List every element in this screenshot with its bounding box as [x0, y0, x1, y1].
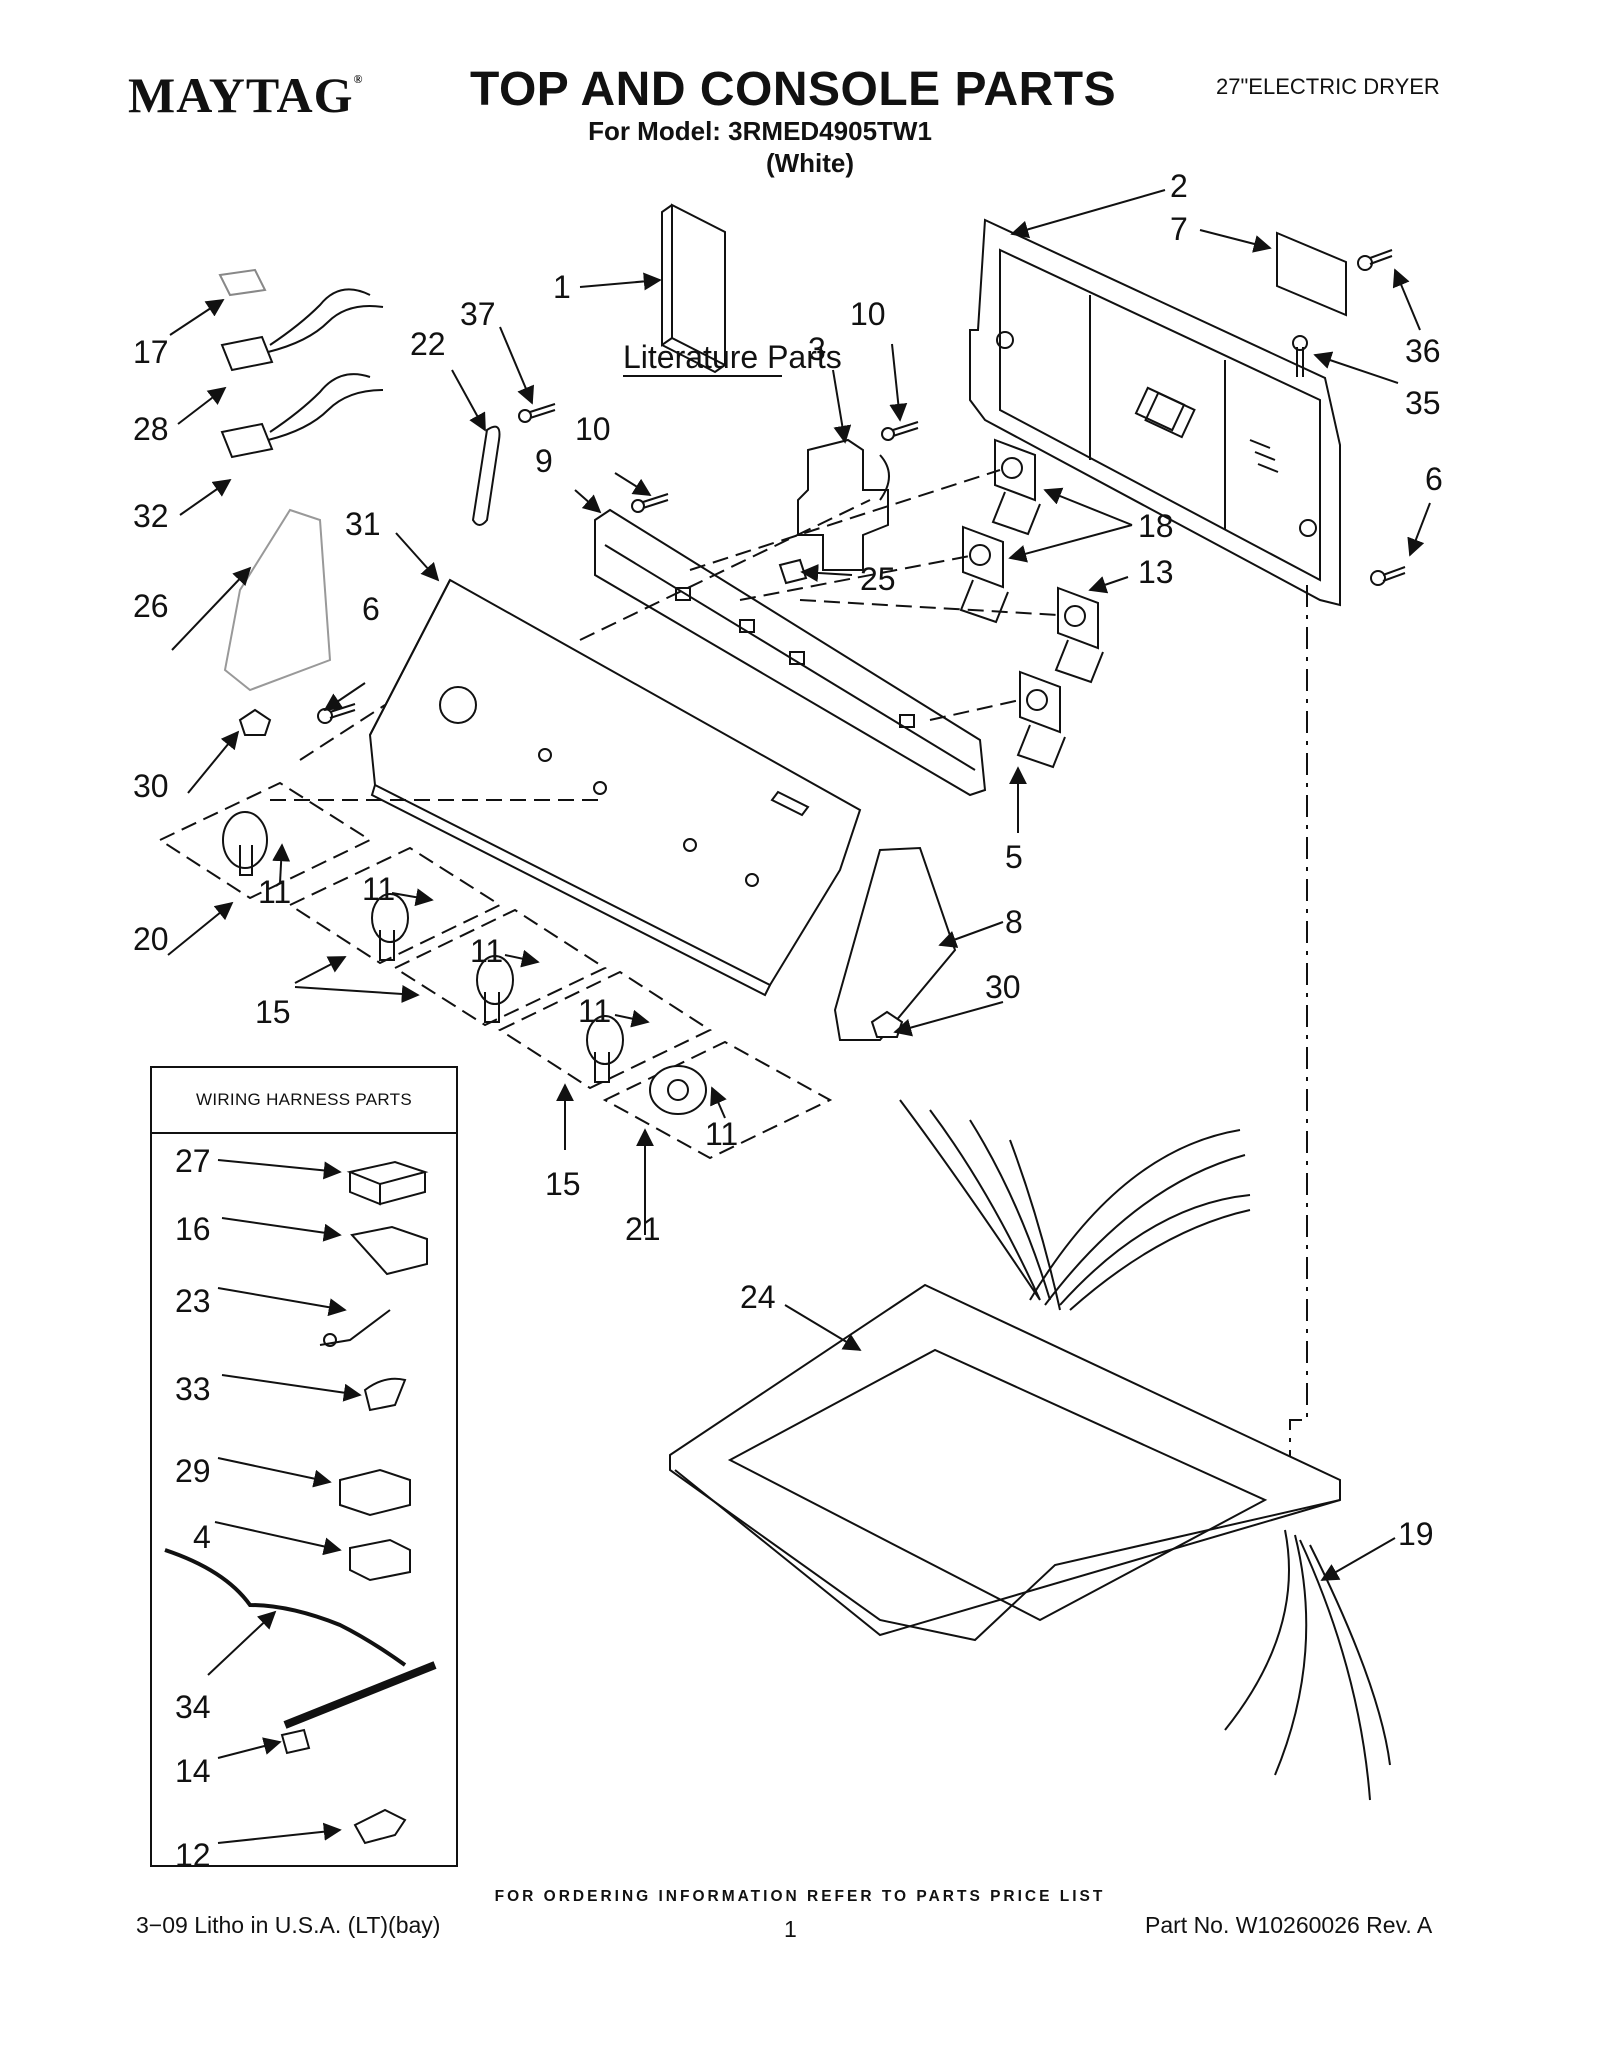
clip-30-left — [238, 708, 272, 736]
callout-19: 19 — [1398, 1516, 1434, 1552]
callout-30-right: 30 — [985, 969, 1021, 1005]
callout-7: 7 — [1170, 211, 1188, 247]
bracket-22 — [471, 425, 501, 526]
screw-37 — [518, 403, 556, 423]
harness-parts-illustrations — [164, 1160, 437, 1845]
harness-callout-23: 23 — [175, 1283, 211, 1319]
callout-21: 21 — [625, 1211, 661, 1247]
callout-31: 31 — [345, 506, 381, 542]
callout-22: 22 — [410, 326, 446, 362]
wire-harness-console — [899, 1099, 1251, 1311]
rear-console-panel — [969, 218, 1341, 607]
callout-25: 25 — [860, 561, 896, 597]
callout-2: 2 — [1170, 168, 1188, 204]
alignment-line — [1289, 585, 1308, 1500]
callout-8: 8 — [1005, 904, 1023, 940]
callout-11-c: 11 — [470, 933, 503, 969]
harness-callouts: 27 16 23 33 29 4 34 14 12 — [175, 1143, 211, 1873]
assembly-lines — [270, 469, 1059, 801]
screw-6-right — [1370, 566, 1406, 586]
callout-labels: 1 2 7 36 35 6 37 22 10 3 10 9 25 18 13 5… — [133, 168, 1443, 1552]
part-number: Part No. W10260026 Rev. A — [1145, 1912, 1433, 1938]
timer-3 — [797, 438, 890, 571]
control-plate-9 — [594, 508, 987, 797]
wire-harness-19 — [1224, 1529, 1391, 1801]
literature-book — [661, 203, 726, 374]
callout-11-a: 11 — [258, 874, 291, 910]
page-title: TOP AND CONSOLE PARTS — [470, 63, 1117, 116]
brand-logo: MAYTAG® — [128, 66, 363, 124]
harness-callout-12: 12 — [175, 1837, 211, 1873]
literature-label: Literature Parts — [623, 339, 842, 375]
harness-leader-arrows — [207, 1159, 362, 1844]
callout-10-right: 10 — [850, 296, 886, 332]
callout-28: 28 — [133, 411, 169, 447]
callout-15-left: 15 — [255, 994, 291, 1030]
brand-name: MAYTAG — [128, 67, 354, 123]
callout-9: 9 — [535, 443, 553, 479]
harness-callout-29: 29 — [175, 1453, 211, 1489]
callout-11-d: 11 — [578, 993, 611, 1029]
callout-35: 35 — [1405, 385, 1441, 421]
callout-11-b: 11 — [362, 871, 395, 907]
switch-18-top — [991, 438, 1041, 536]
callout-30-left: 30 — [133, 768, 169, 804]
harness-callout-16: 16 — [175, 1211, 211, 1247]
callout-1: 1 — [553, 269, 571, 305]
connectors-17-28-32 — [218, 268, 384, 459]
end-cap-26 — [223, 508, 332, 692]
knob-15b — [476, 955, 514, 1023]
ordering-note: FOR ORDERING INFORMATION REFER TO PARTS … — [494, 1888, 1106, 1905]
callout-26: 26 — [133, 588, 169, 624]
knob-20 — [222, 811, 268, 876]
screw-6-left — [317, 703, 356, 724]
page-number: 1 — [784, 1916, 797, 1942]
switch-13 — [1054, 586, 1104, 684]
screw-10-left — [631, 493, 669, 513]
harness-callout-34: 34 — [175, 1689, 211, 1725]
callout-17: 17 — [133, 334, 169, 370]
knob-15c — [586, 1015, 624, 1083]
callout-20: 20 — [133, 921, 169, 957]
harness-callout-27: 27 — [175, 1143, 211, 1179]
screw-36 — [1357, 249, 1393, 271]
product-type: 27"ELECTRIC DRYER — [1216, 74, 1440, 99]
end-cap-8 — [833, 846, 957, 1041]
callout-15-bottom: 15 — [545, 1166, 581, 1202]
knob-boxes — [157, 781, 833, 1160]
dryer-top-24 — [669, 1283, 1341, 1642]
callout-36: 36 — [1405, 333, 1441, 369]
screw-10-right — [881, 421, 919, 441]
harness-callout-33: 33 — [175, 1371, 211, 1407]
callout-37: 37 — [460, 296, 496, 332]
callout-10-left: 10 — [575, 411, 611, 447]
harness-callout-14: 14 — [175, 1753, 211, 1789]
callout-11-e: 11 — [705, 1116, 738, 1152]
wiring-harness-title: WIRING HARNESS PARTS — [152, 1068, 456, 1134]
model-line: For Model: 3RMED4905TW1 — [588, 116, 932, 146]
leader-arrows — [167, 189, 1431, 1581]
callout-18: 18 — [1138, 508, 1174, 544]
callout-6-right: 6 — [1425, 461, 1443, 497]
registered-mark: ® — [353, 72, 364, 86]
callout-32: 32 — [133, 498, 169, 534]
wiring-harness-box: WIRING HARNESS PARTS — [150, 1066, 458, 1867]
color-line: (White) — [765, 148, 855, 178]
litho-note: 3−09 Litho in U.S.A. (LT)(bay) — [136, 1912, 441, 1938]
switch-18-lower — [959, 525, 1009, 624]
switch-5 — [1016, 670, 1066, 769]
electronic-board — [1276, 231, 1347, 317]
callout-5: 5 — [1005, 839, 1023, 875]
callout-24: 24 — [740, 1279, 776, 1315]
console-31 — [368, 578, 862, 997]
callout-3: 3 — [808, 331, 826, 367]
screw-35 — [1292, 335, 1308, 377]
callout-6-left: 6 — [362, 591, 380, 627]
knob-21 — [649, 1065, 707, 1115]
callout-13: 13 — [1138, 554, 1174, 590]
knob-15a — [371, 893, 409, 961]
harness-callout-4: 4 — [193, 1519, 211, 1555]
